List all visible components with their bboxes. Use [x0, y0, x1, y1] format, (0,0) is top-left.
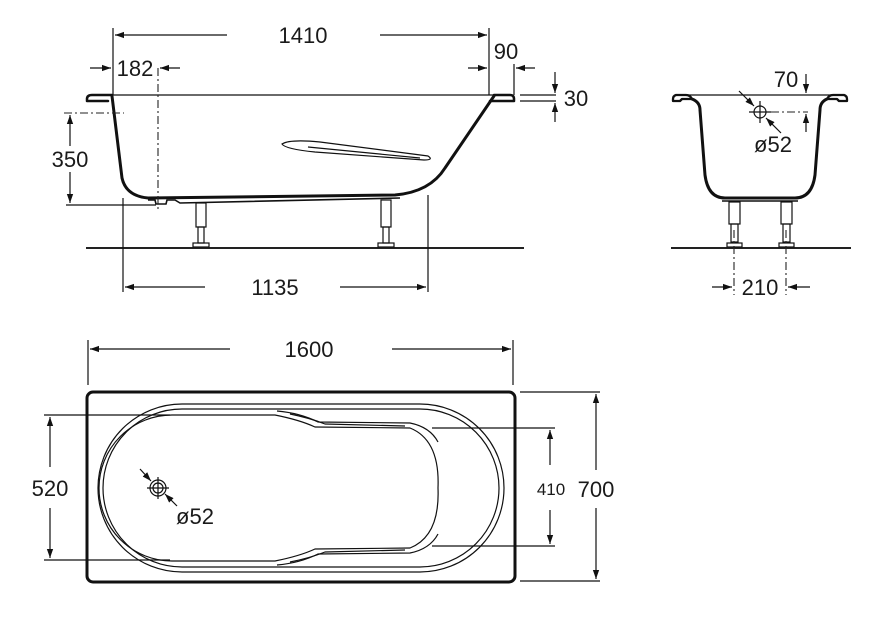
leg-right: [377, 199, 395, 248]
dim-drain-diameter: ø52: [176, 504, 214, 529]
dim-520: 520: [32, 476, 69, 501]
side-elevation: 1410 182 90 30 350 1135: [52, 23, 589, 300]
end-rim-left: [671, 93, 694, 103]
plan-basin-outer: [97, 403, 505, 573]
tub-body-outline: [110, 94, 496, 200]
dim-90: 90: [494, 39, 518, 64]
dim-70: 70: [774, 67, 798, 92]
end-leg-left: [726, 201, 743, 248]
dim-overflow-diameter: ø52: [754, 132, 792, 157]
end-leg-right: [778, 201, 795, 248]
dim-410: 410: [537, 480, 565, 499]
side-handle: [281, 140, 431, 161]
dim-210: 210: [742, 275, 779, 300]
end-rim-right: [825, 93, 849, 103]
left-rim-flange: [85, 93, 114, 103]
end-body-outline: [690, 97, 829, 200]
end-elevation: 70 ø52 210: [671, 67, 851, 300]
plan-outer-rim: [85, 390, 517, 584]
tub-base: [148, 197, 401, 205]
plan-basin-inner: [98, 414, 439, 562]
plan-view: ø52 1600 520 410 700: [32, 337, 615, 584]
dim-1135: 1135: [251, 275, 298, 300]
leg-left: [192, 202, 210, 248]
dim-1600: 1600: [285, 337, 334, 362]
drain-icon: [147, 477, 169, 499]
dim-30: 30: [564, 86, 588, 111]
dim-182: 182: [117, 56, 154, 81]
dim-1410: 1410: [279, 23, 328, 48]
dim-700: 700: [578, 477, 615, 502]
right-rim-flange: [488, 93, 516, 103]
dim-350: 350: [52, 147, 89, 172]
